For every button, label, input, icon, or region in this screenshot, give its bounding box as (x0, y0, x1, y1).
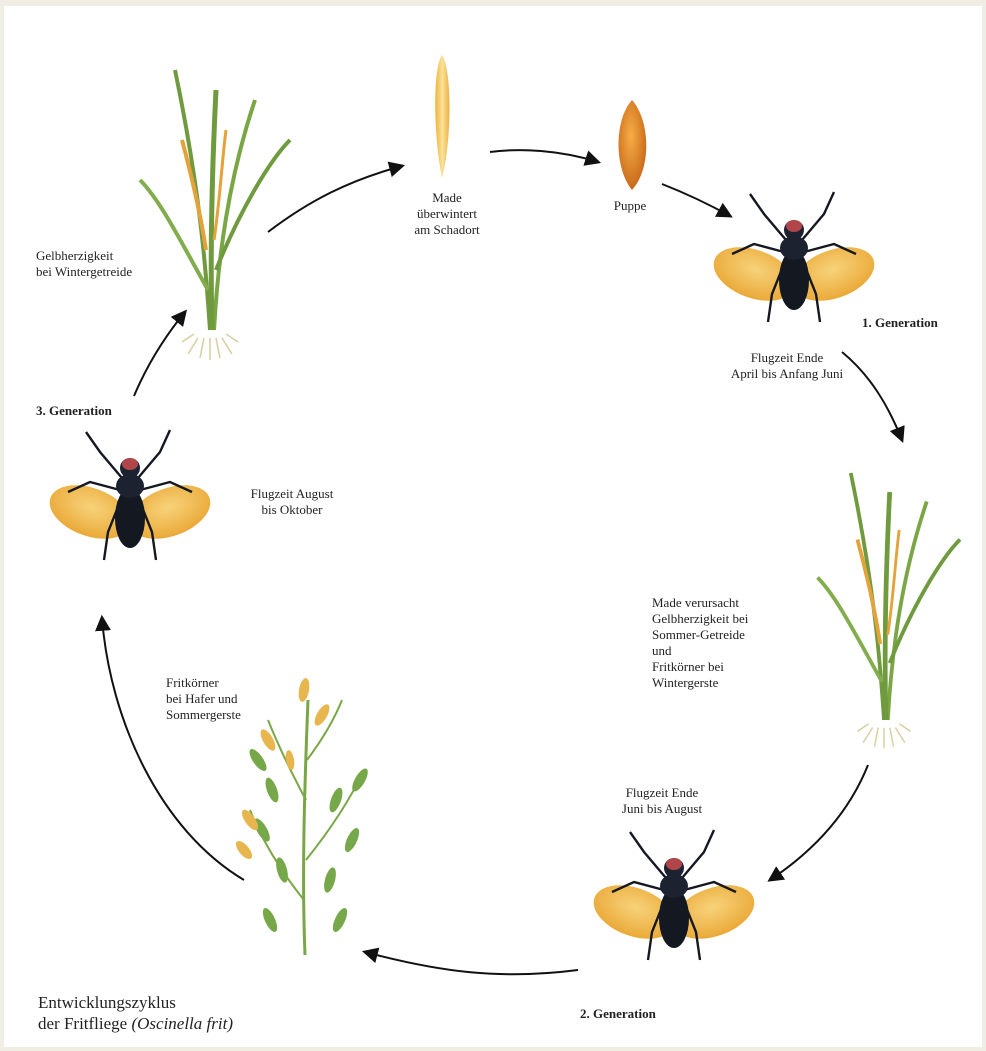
arrow-to-gen1 (662, 184, 730, 216)
label-summer-damage: Made verursacht Gelbherzigkeit bei Somme… (652, 595, 748, 691)
fly-generation-3 (42, 430, 217, 560)
caption-species: (Oscinella frit) (131, 1014, 233, 1033)
diagram-caption: Entwicklungszyklus der Fritfliege (Oscin… (38, 992, 233, 1034)
caption-line-1: Entwicklungszyklus (38, 992, 233, 1013)
arrow-to-larva (268, 166, 402, 232)
arrow-to-oat (365, 952, 578, 974)
arrow-to-pupa (490, 150, 598, 162)
label-larva-overwinters: Made überwintert am Schadort (392, 190, 502, 238)
arrow-to-gen3 (102, 618, 244, 880)
summer-grain-plant (818, 473, 961, 749)
label-pupa: Puppe (590, 198, 670, 214)
label-flight-time-2: Flugzeit Ende Juni bis August (602, 785, 722, 817)
arrow-to-gen2 (770, 765, 868, 880)
label-flight-time-3: Flugzeit August bis Oktober (232, 486, 352, 518)
larva-illustration (435, 55, 449, 178)
oat-plant (233, 677, 371, 955)
pupa-illustration (619, 100, 647, 190)
label-generation-2: 2. Generation (580, 1006, 656, 1022)
fly-generation-1 (706, 192, 881, 322)
label-winter-damage: Gelbherzigkeit bei Wintergetreide (36, 248, 132, 280)
label-generation-3: 3. Generation (36, 403, 112, 419)
label-generation-1: 1. Generation (862, 315, 938, 331)
arrow-to-winter-crop (134, 312, 185, 396)
label-flight-time-1: Flugzeit Ende April bis Anfang Juni (712, 350, 862, 382)
label-oat-damage: Fritkörner bei Hafer und Sommergerste (166, 675, 241, 723)
winter-grain-plant (140, 70, 290, 360)
fly-generation-2 (586, 830, 761, 960)
caption-line-2: der Fritfliege (Oscinella frit) (38, 1013, 233, 1034)
caption-prefix: der Fritfliege (38, 1014, 127, 1033)
